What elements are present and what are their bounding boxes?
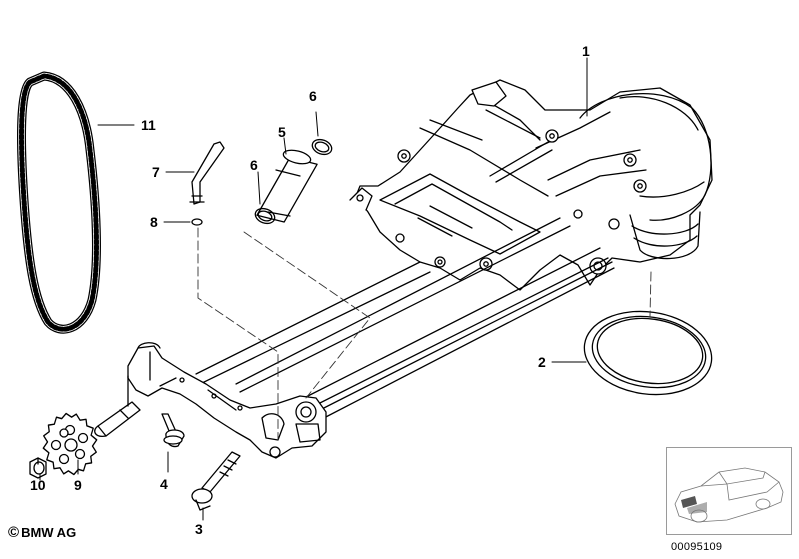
image-id-label: 00095109 [671, 541, 723, 553]
leader-lines [39, 57, 588, 521]
callout-6-upper: 6 [309, 88, 317, 104]
copyright-notice: ©BMW AG [8, 524, 76, 541]
callout-2: 2 [538, 354, 546, 370]
pump-housing-part-1 [349, 79, 713, 291]
chain-part-11 [17, 71, 101, 334]
bolt-part-3 [191, 451, 241, 511]
callout-5: 5 [278, 124, 286, 140]
callout-7: 7 [152, 164, 160, 180]
o-ring-part-6-lower [254, 207, 276, 225]
pipe-part-7 [189, 141, 225, 205]
callout-3: 3 [195, 521, 203, 537]
gasket-ring-part-2 [583, 310, 713, 396]
callout-10: 10 [30, 477, 46, 493]
nut-part-10 [29, 457, 47, 479]
pickup-tube-rails [195, 141, 615, 421]
copyright-symbol: © [8, 524, 20, 541]
bolt-part-4 [161, 413, 185, 448]
alignment-lines [197, 227, 652, 441]
car-outline-icon [674, 467, 784, 523]
callout-4: 4 [160, 476, 168, 492]
callout-8: 8 [150, 214, 158, 230]
callout-1: 1 [582, 43, 590, 59]
vehicle-thumbnail [666, 447, 792, 535]
pickup-bracket [94, 342, 327, 459]
o-ring-part-6-upper [311, 138, 333, 156]
callout-11: 11 [141, 117, 156, 133]
o-ring-part-8 [191, 218, 203, 226]
sprocket-part-9 [42, 412, 98, 476]
callout-9: 9 [74, 477, 82, 493]
sleeve-part-5 [256, 149, 318, 223]
callout-6-lower: 6 [250, 157, 258, 173]
copyright-text: BMW AG [21, 525, 77, 540]
